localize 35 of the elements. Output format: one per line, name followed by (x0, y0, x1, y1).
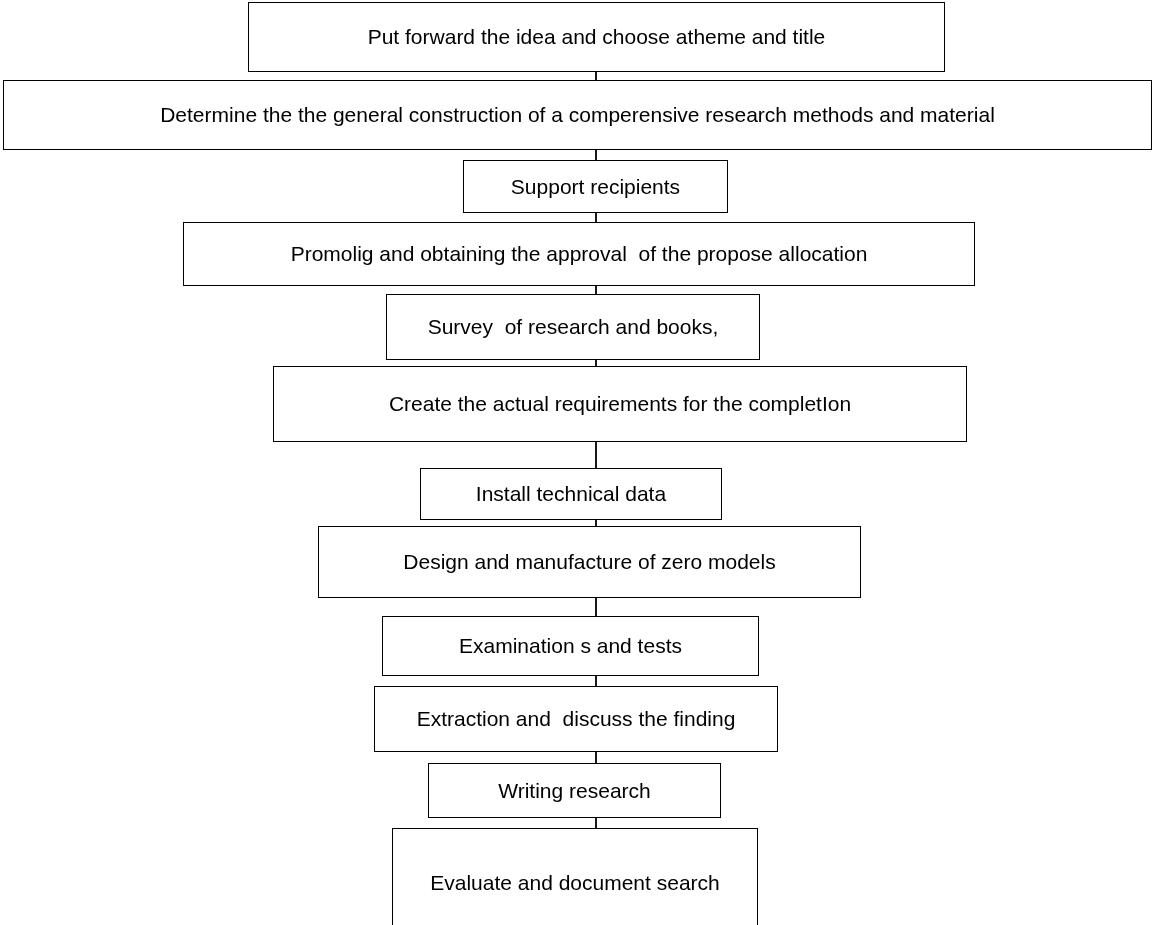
connector-line (595, 441, 597, 469)
process-box (463, 160, 728, 213)
connector-line (595, 817, 597, 829)
process-box (420, 468, 722, 520)
step-text: Examination s and tests (459, 634, 682, 658)
step-text: Install technical data (475, 482, 667, 506)
process-box (386, 294, 760, 360)
step-text: Determine the the general construction of a comperensive research methods and material (160, 103, 995, 127)
connector-line (595, 359, 597, 367)
process-box (318, 526, 861, 598)
step-text: Evaluate and document search (430, 871, 720, 895)
step-text: Extraction and discuss the finding (416, 707, 736, 731)
process-box (248, 2, 945, 72)
connector-line (595, 597, 597, 617)
connector-line (595, 519, 597, 527)
connector-line (595, 149, 597, 161)
process-box (183, 222, 975, 286)
process-box (392, 828, 758, 925)
step-text: Create the actual requirements for the completIon (388, 392, 852, 416)
connector-line (595, 751, 597, 764)
connector-line (595, 212, 597, 223)
step-text: Design and manufacture of zero models (403, 550, 776, 574)
connector-line (595, 675, 597, 687)
step-text: Support recipients (510, 174, 681, 199)
process-box (374, 686, 778, 752)
process-box (382, 616, 759, 676)
step-text: Writing research (498, 778, 651, 803)
process-box (273, 366, 967, 442)
process-box (428, 763, 721, 818)
step-text: Promolig and obtaining the approval of the propose allocation (290, 242, 868, 266)
step-text: Put forward the idea and choose atheme and title (367, 25, 826, 49)
connector-line (595, 285, 597, 295)
step-text: Survey of research and books, (427, 315, 719, 339)
connector-line (595, 71, 597, 81)
process-box (3, 80, 1152, 150)
